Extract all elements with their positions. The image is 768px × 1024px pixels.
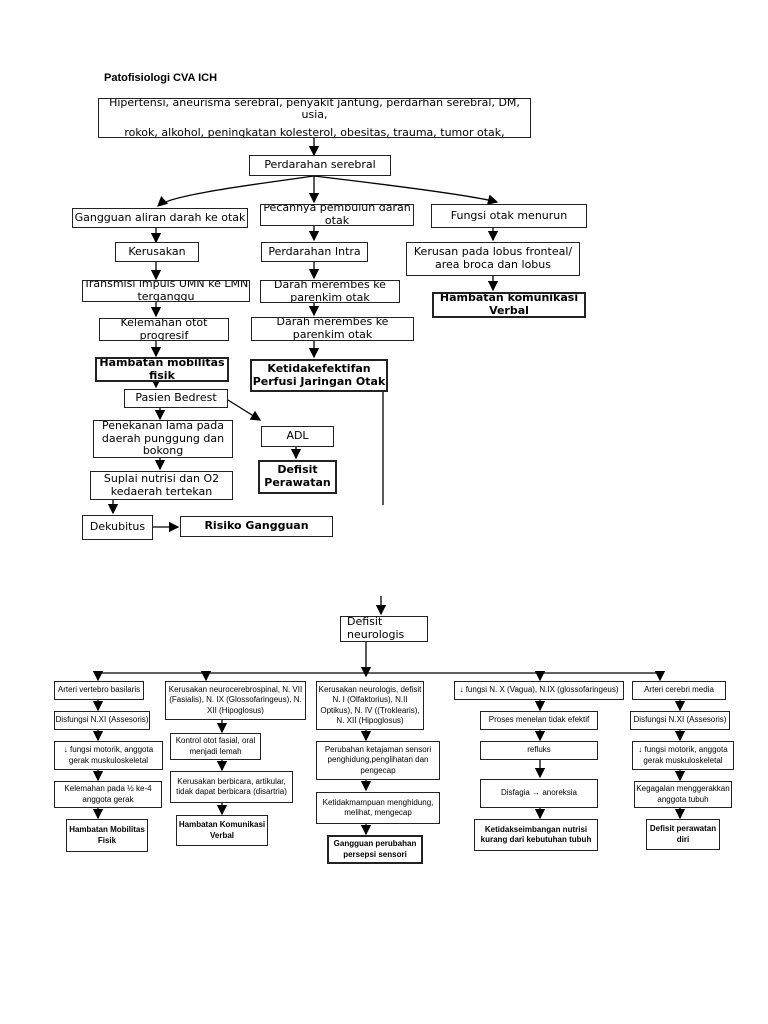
- diagnosis-self-care-box: Defisit Perawatan: [258, 460, 337, 494]
- causes-box: Hipertensi, aneurisma serebral, penyakit…: [98, 98, 531, 138]
- col4-a-label: ↓ fungsi N. X (Vagua), N.IX (glossofarin…: [459, 685, 619, 695]
- neuro-deficit-box: Defisit neurologis: [340, 616, 428, 642]
- left-c1-box: Gangguan aliran darah ke otak: [72, 208, 248, 228]
- col3-a-label: Kerusakan neurologis, defisit N. I (Olfa…: [318, 684, 422, 725]
- neuro-deficit-label: Defisit neurologis: [347, 616, 405, 641]
- left-c3-box: Transmisi impuls UMN ke LMN terganggu: [82, 280, 250, 302]
- col5-a-box: Arteri cerebri media: [632, 681, 726, 700]
- col4-diagnosis-box: Ketidakseimbangan nutrisi kurang dari ke…: [474, 819, 598, 851]
- middle-m2-box: Perdarahan Intra: [261, 242, 368, 262]
- cerebral-bleeding-box: Perdarahan serebral: [249, 155, 391, 176]
- col1-b-box: Disfungsi N.XI (Assesoris): [54, 711, 150, 730]
- col5-diagnosis-box: Defisit perawatan diri: [646, 819, 720, 850]
- col1-d-label: Kelemahan pada ½ ke-4 anggota gerak: [64, 784, 152, 804]
- col4-diagnosis-label: Ketidakseimbangan nutrisi kurang dari ke…: [480, 824, 592, 844]
- col5-d-box: Kegagalan menggerakkan anggota tubuh: [634, 781, 732, 808]
- col3-diagnosis-box: Gangguan perubahan persepsi sensori: [327, 835, 423, 864]
- diagnosis-risk-label: Risiko Gangguan: [204, 519, 309, 533]
- col5-diagnosis-label: Defisit perawatan diri: [649, 824, 717, 844]
- diagnosis-perfusion-label: Ketidakefektifan Perfusi Jaringan Otak: [252, 361, 386, 388]
- col5-a-label: Arteri cerebri media: [644, 685, 714, 695]
- col3-c-box: Ketidakmampuan menghidung, melihat, meng…: [316, 792, 440, 824]
- col2-b-label: Kontrol otot fasial, oral menjadi lemah: [175, 736, 256, 756]
- col1-diagnosis-box: Hambatan Mobilitas Fisik: [66, 819, 148, 852]
- col2-diagnosis-box: Hambatan Komunikasi Verbal: [176, 815, 268, 846]
- left-c8-label: Suplai nutrisi dan O2 kedaerah tertekan: [103, 471, 220, 498]
- left-c2-box: Kerusakan: [115, 242, 199, 262]
- right-r2-label: Kerusan pada lobus fronteal/ area broca …: [413, 245, 573, 271]
- causes-line-1: Hipertensi, aneurisma serebral, penyakit…: [109, 98, 520, 122]
- left-c9-box: Dekubitus: [82, 515, 153, 540]
- col4-d-box: Disfagia → anoreksia: [480, 779, 598, 808]
- middle-m4-label: Darah merembes ke parenkim otak: [276, 317, 389, 341]
- col2-diagnosis-label: Hambatan Komunikasi Verbal: [178, 820, 266, 840]
- adl-box: ADL: [261, 426, 334, 447]
- col1-a-box: Arteri vertebro basilaris: [54, 681, 144, 700]
- diagnosis-verbal-label: Hambatan komunikasi Verbal: [439, 292, 579, 317]
- left-c6-label: Pasien Bedrest: [135, 391, 217, 405]
- col4-b-label: Proses menelan tidak efektif: [488, 715, 590, 725]
- col4-a-box: ↓ fungsi N. X (Vagua), N.IX (glossofarin…: [454, 681, 624, 700]
- middle-m3-label: Darah merembes ke parenkim otak: [274, 280, 386, 303]
- right-r2-box: Kerusan pada lobus fronteal/ area broca …: [406, 242, 580, 276]
- col3-c-label: Ketidakmampuan menghidung, melihat, meng…: [322, 797, 434, 817]
- left-c8-box: Suplai nutrisi dan O2 kedaerah tertekan: [90, 471, 233, 500]
- col2-c-label: Kerusakan berbicara, artikular, tidak da…: [176, 776, 287, 796]
- left-c4-label: Kelemahan otot progresif: [120, 318, 208, 341]
- col4-c-label: refluks: [527, 745, 551, 755]
- col1-c-label: ↓ fungsi motorik, anggota gerak muskulos…: [63, 745, 154, 765]
- col5-d-label: Kegagalan menggerakkan anggota tubuh: [636, 784, 730, 804]
- diagnosis-verbal-box: Hambatan komunikasi Verbal: [432, 292, 586, 318]
- diagnosis-risk-box: Risiko Gangguan: [180, 516, 333, 537]
- col1-c-box: ↓ fungsi motorik, anggota gerak muskulos…: [54, 741, 163, 770]
- col3-b-label: Perubahan ketajaman sensori penghidung,p…: [324, 744, 432, 775]
- left-c2-label: Kerusakan: [128, 244, 186, 258]
- col4-d-label: Disfagia → anoreksia: [500, 788, 578, 798]
- col2-a-box: Kerusakan neurocerebrospinal, N. VII (Fa…: [165, 681, 306, 720]
- col5-b-label: Disfungsi N.XI (Assesoris): [633, 715, 727, 725]
- col1-a-label: Arteri vertebro basilaris: [57, 685, 141, 695]
- col5-c-label: ↓ fungsi motorik, anggota gerak muskulos…: [638, 745, 728, 765]
- right-r1-box: Fungsi otak menurun: [431, 204, 587, 228]
- col2-c-box: Kerusakan berbicara, artikular, tidak da…: [170, 771, 293, 803]
- left-c6-box: Pasien Bedrest: [124, 389, 228, 408]
- diagram-title: Patofisiologi CVA ICH: [104, 72, 218, 84]
- col2-b-box: Kontrol otot fasial, oral menjadi lemah: [170, 733, 261, 760]
- col2-a-label: Kerusakan neurocerebrospinal, N. VII (Fa…: [168, 684, 303, 715]
- middle-m1-box: Pecahnya pembuluh darah otak: [260, 204, 414, 226]
- col5-b-box: Disfungsi N.XI (Assesoris): [630, 711, 730, 730]
- col1-b-label: Disfungsi N.XI (Assesoris): [55, 715, 149, 725]
- left-c7-label: Penekanan lama pada daerah punggung dan …: [101, 420, 225, 458]
- left-c9-label: Dekubitus: [89, 520, 146, 534]
- left-c4-box: Kelemahan otot progresif: [99, 318, 229, 341]
- right-r1-label: Fungsi otak menurun: [450, 208, 568, 222]
- col3-diagnosis-label: Gangguan perubahan persepsi sensori: [333, 839, 417, 859]
- col3-a-box: Kerusakan neurologis, defisit N. I (Olfa…: [316, 681, 424, 730]
- adl-label: ADL: [286, 429, 309, 443]
- col1-d-box: Kelemahan pada ½ ke-4 anggota gerak: [54, 781, 162, 808]
- middle-m3-box: Darah merembes ke parenkim otak: [260, 280, 400, 303]
- col3-b-box: Perubahan ketajaman sensori penghidung,p…: [316, 741, 440, 780]
- left-c3-label: Transmisi impuls UMN ke LMN terganggu: [83, 280, 249, 302]
- left-c1-label: Gangguan aliran darah ke otak: [74, 210, 246, 224]
- middle-m4-box: Darah merembes ke parenkim otak: [251, 317, 414, 341]
- left-c7-box: Penekanan lama pada daerah punggung dan …: [93, 420, 233, 458]
- diagnosis-mobility-label: Hambatan mobilitas fisik: [99, 357, 225, 382]
- causes-line-2: rokok, alkohol, peningkatan kolesterol, …: [124, 125, 505, 138]
- col5-c-box: ↓ fungsi motorik, anggota gerak muskulos…: [632, 741, 734, 770]
- diagnosis-self-care-label: Defisit Perawatan: [264, 463, 331, 489]
- middle-m2-label: Perdarahan Intra: [268, 244, 361, 258]
- col4-c-box: refluks: [480, 741, 598, 760]
- cerebral-bleeding-label: Perdarahan serebral: [264, 158, 376, 172]
- col1-diagnosis-label: Hambatan Mobilitas Fisik: [69, 825, 145, 845]
- diagnosis-perfusion-box: Ketidakefektifan Perfusi Jaringan Otak: [250, 359, 388, 392]
- col4-b-box: Proses menelan tidak efektif: [480, 711, 598, 730]
- diagnosis-mobility-box: Hambatan mobilitas fisik: [95, 357, 229, 382]
- middle-m1-label: Pecahnya pembuluh darah otak: [263, 204, 411, 226]
